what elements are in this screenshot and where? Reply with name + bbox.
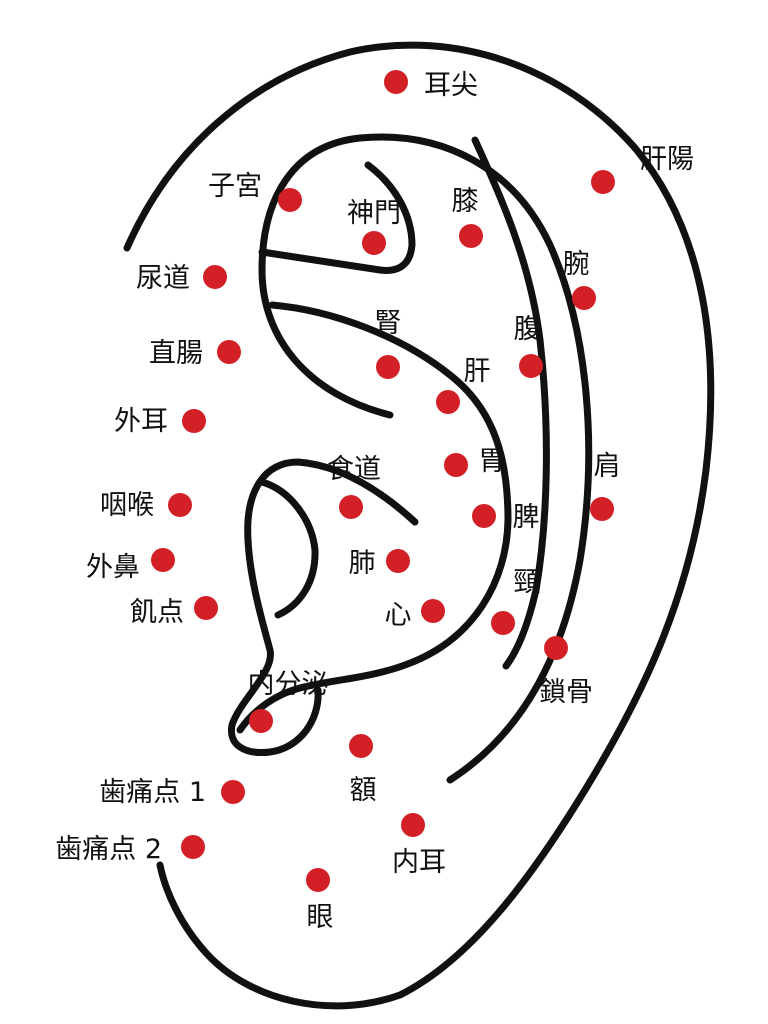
acupoint-knee: 膝 bbox=[452, 186, 483, 248]
acupoint-label-rectum: 直腸 bbox=[149, 338, 203, 369]
acupoint-label-wrist: 腕 bbox=[563, 249, 590, 280]
fossa-outline bbox=[258, 161, 416, 274]
ear-outline bbox=[123, 41, 715, 1010]
crus-outline bbox=[236, 301, 512, 734]
acupoint-label-uterus: 子宮 bbox=[208, 171, 262, 202]
acupoint-dot-kidney bbox=[376, 355, 400, 379]
acupoint-label-neck: 頸 bbox=[514, 567, 541, 598]
acupoint-hunger-point: 飢点 bbox=[130, 596, 218, 628]
acupoint-label-lung: 肺 bbox=[349, 548, 376, 579]
acupoint-ear-apex: 耳尖 bbox=[384, 70, 478, 101]
acupoint-dot-stomach bbox=[444, 453, 468, 477]
acupoint-inner-ear: 内耳 bbox=[392, 813, 446, 878]
acupoint-dot-forehead bbox=[349, 734, 373, 758]
acupoint-urethra: 尿道 bbox=[136, 263, 227, 294]
acupoint-dot-lung bbox=[386, 549, 410, 573]
acupoint-clavicle: 鎖骨 bbox=[539, 636, 593, 708]
acupoint-label-urethra: 尿道 bbox=[136, 263, 190, 294]
acupoint-label-esophagus: 食道 bbox=[327, 454, 381, 485]
acupoint-wrist: 腕 bbox=[563, 249, 596, 310]
acupoint-neck: 頸 bbox=[491, 567, 541, 635]
acupoint-dot-neck bbox=[491, 611, 515, 635]
acupoint-label-shenmen: 神門 bbox=[347, 198, 401, 229]
acupoint-dot-rectum bbox=[217, 340, 241, 364]
acupoint-stomach: 胃 bbox=[444, 446, 506, 477]
acupoint-liver-yang: 肝陽 bbox=[591, 144, 694, 194]
acupoint-dot-external-nose bbox=[151, 548, 175, 572]
acupoint-dot-spleen bbox=[472, 504, 496, 528]
acupoint-label-toothache-1: 歯痛点 1 bbox=[99, 777, 206, 808]
acupoint-dot-liver-yang bbox=[591, 170, 615, 194]
acupoint-label-shoulder: 肩 bbox=[594, 451, 621, 482]
acupoint-label-hunger-point: 飢点 bbox=[130, 597, 184, 628]
acupoint-dot-knee bbox=[459, 224, 483, 248]
acupoint-dot-hunger-point bbox=[194, 596, 218, 620]
acupoint-shoulder: 肩 bbox=[590, 451, 621, 521]
acupoint-throat: 咽喉 bbox=[100, 490, 192, 521]
acupoint-dot-clavicle bbox=[544, 636, 568, 660]
acupoint-toothache-2: 歯痛点 2 bbox=[55, 834, 205, 865]
acupoint-dot-external-ear bbox=[182, 409, 206, 433]
acupoint-label-heart: 心 bbox=[385, 600, 412, 631]
acupoint-shenmen: 神門 bbox=[347, 198, 401, 255]
acupoint-label-toothache-2: 歯痛点 2 bbox=[55, 834, 162, 865]
acupoint-dot-esophagus bbox=[339, 495, 363, 519]
acupoint-dot-heart bbox=[421, 599, 445, 623]
acupoint-uterus: 子宮 bbox=[208, 171, 302, 212]
acupoint-label-endocrine: 内分泌 bbox=[248, 669, 329, 700]
acupoint-label-spleen: 脾 bbox=[513, 502, 540, 533]
acupoint-spleen: 脾 bbox=[472, 502, 540, 533]
acupoint-dot-ear-apex bbox=[384, 70, 408, 94]
acupoint-label-stomach: 胃 bbox=[479, 446, 506, 477]
acupoint-dot-uterus bbox=[278, 188, 302, 212]
acupoint-dot-shenmen bbox=[362, 231, 386, 255]
acupoint-toothache-1: 歯痛点 1 bbox=[99, 777, 245, 808]
acupoint-label-kidney: 腎 bbox=[375, 308, 402, 339]
acupoint-label-abdomen: 腹 bbox=[514, 314, 541, 345]
acupoint-heart: 心 bbox=[385, 599, 445, 631]
acupoint-dot-toothache-1 bbox=[221, 780, 245, 804]
acupoint-dot-wrist bbox=[572, 286, 596, 310]
acupoint-dot-inner-ear bbox=[401, 813, 425, 837]
acupoint-dot-liver bbox=[436, 390, 460, 414]
acupoint-forehead: 額 bbox=[349, 734, 377, 806]
acupoint-label-liver-yang: 肝陽 bbox=[640, 144, 694, 175]
acupoint-label-external-ear: 外耳 bbox=[114, 406, 168, 437]
acupoint-dot-eye bbox=[306, 868, 330, 892]
acupoint-esophagus: 食道 bbox=[327, 454, 381, 519]
acupoint-endocrine: 内分泌 bbox=[248, 669, 329, 733]
acupoint-label-ear-apex: 耳尖 bbox=[424, 70, 478, 101]
acupoint-dot-abdomen bbox=[519, 354, 543, 378]
acupoint-dot-endocrine bbox=[249, 709, 273, 733]
acupoint-label-clavicle: 鎖骨 bbox=[539, 677, 593, 708]
acupoint-kidney: 腎 bbox=[375, 308, 402, 379]
acupoint-dot-urethra bbox=[203, 265, 227, 289]
acupoint-label-knee: 膝 bbox=[452, 186, 479, 217]
acupoint-label-inner-ear: 内耳 bbox=[392, 847, 446, 878]
acupoint-liver: 肝 bbox=[436, 356, 491, 414]
acupoint-external-ear: 外耳 bbox=[114, 406, 206, 437]
acupoint-label-throat: 咽喉 bbox=[100, 490, 154, 521]
acupoint-external-nose: 外鼻 bbox=[86, 548, 175, 583]
acupoint-abdomen: 腹 bbox=[514, 314, 543, 378]
acupoint-label-liver: 肝 bbox=[464, 356, 491, 387]
acupoint-label-external-nose: 外鼻 bbox=[86, 552, 140, 583]
helix-outline bbox=[123, 41, 715, 1010]
acupoint-lung: 肺 bbox=[349, 548, 410, 579]
acupoint-label-forehead: 額 bbox=[350, 775, 377, 806]
acupoint-dot-throat bbox=[168, 493, 192, 517]
antihelix-outline bbox=[471, 136, 550, 670]
tragus-outline bbox=[227, 458, 419, 757]
acupoint-label-eye: 眼 bbox=[307, 902, 334, 933]
acupoints-layer: 耳尖肝陽子宮神門膝尿道腕腎腹直腸肝外耳食道胃肩咽喉脾外鼻肺頸飢点心鎖骨内分泌額歯… bbox=[55, 70, 694, 933]
acupoint-dot-shoulder bbox=[590, 497, 614, 521]
acupoint-dot-toothache-2 bbox=[181, 835, 205, 859]
concha-outline bbox=[258, 478, 319, 619]
acupoint-eye: 眼 bbox=[306, 868, 334, 933]
acupoint-rectum: 直腸 bbox=[149, 338, 241, 369]
inner-helix-outline bbox=[258, 133, 593, 784]
